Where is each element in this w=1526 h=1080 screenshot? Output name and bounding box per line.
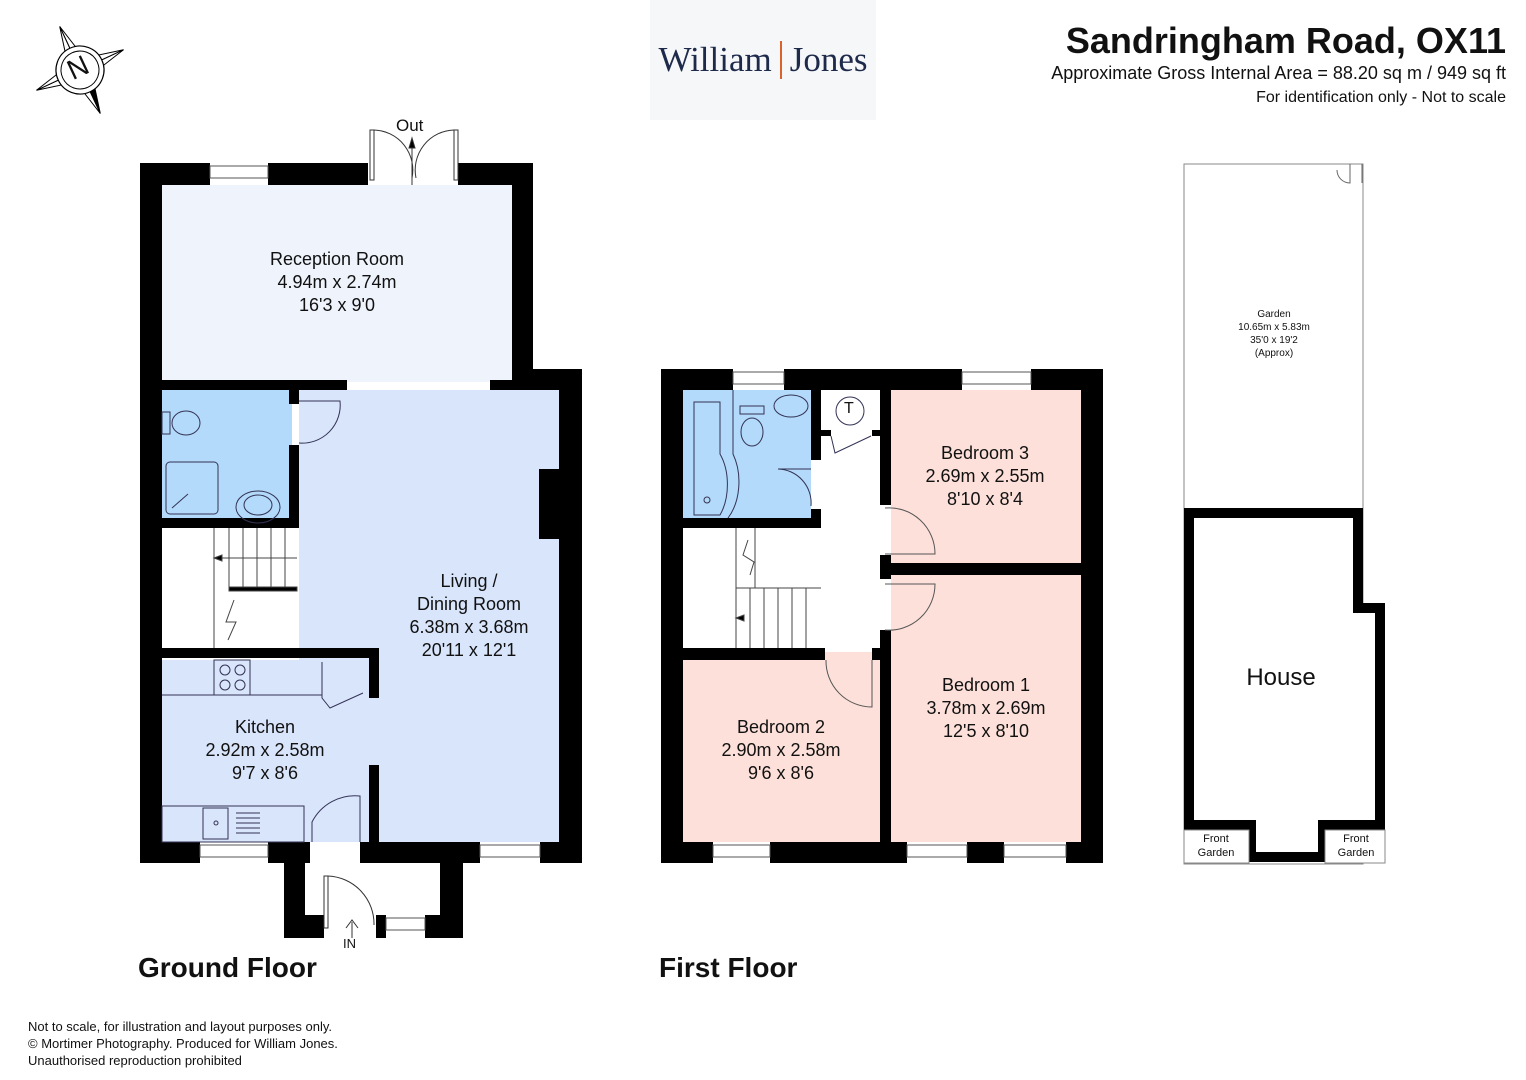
garden-note: (Approx) — [1254, 348, 1294, 359]
garden-imperial: 35'0 x 19'2 — [1250, 335, 1298, 346]
room-name: Bedroom 3 — [940, 443, 1030, 463]
room-name: Reception Room — [269, 249, 405, 269]
bath-icon — [693, 401, 728, 516]
window — [385, 917, 426, 931]
kitchen-fixtures — [161, 659, 364, 843]
disclaimer-note: For identification only - Not to scale — [1256, 89, 1506, 106]
garden-name: Garden — [1257, 309, 1291, 320]
toilet-icon — [171, 410, 201, 436]
compass-icon — [36, 26, 124, 114]
bathroom-fixtures-first — [693, 390, 872, 519]
room-imperial: 16'3 x 9'0 — [299, 295, 375, 315]
basin-icon — [235, 490, 281, 524]
bedroom-2-area — [683, 660, 880, 842]
room-imperial: 9'7 x 8'6 — [232, 763, 298, 783]
landing-area — [821, 390, 881, 652]
hot-water-cylinder-icon — [835, 396, 865, 426]
room-metric: 2.69m x 2.55m — [925, 466, 1045, 486]
hob-icon — [213, 659, 251, 696]
bedroom-3-label: Bedroom 3 2.69m x 2.55m 8'10 x 8'4 — [925, 442, 1044, 511]
logo-text-second: Jones — [789, 40, 868, 79]
cylinder-label: T — [844, 400, 854, 417]
staircase-first — [734, 528, 821, 648]
room-metric: 2.90m x 2.58m — [721, 740, 841, 760]
room-imperial: 20'11 x 12'1 — [421, 640, 517, 660]
out-label: Out — [396, 116, 424, 135]
bedroom-3-area — [891, 390, 1081, 563]
agent-logo: William Jones — [650, 0, 876, 120]
basin-icon — [773, 394, 809, 418]
in-label: IN — [343, 936, 356, 951]
house-label: House — [1246, 664, 1316, 691]
front-garden-left-label: Front Garden — [1198, 832, 1235, 860]
first-floor-title: First Floor — [659, 952, 798, 983]
first-floor-plan — [661, 369, 1103, 863]
shower-room-area — [162, 390, 292, 518]
label-line: Garden — [1197, 847, 1235, 859]
front-door — [323, 875, 375, 938]
room-name: Kitchen — [234, 717, 296, 737]
kitchen-label: Kitchen 2.92m x 2.58m 9'7 x 8'6 — [205, 716, 324, 785]
garden-label: Garden 10.65m x 5.83m 35'0 x 19'2 (Appro… — [1238, 308, 1310, 360]
footer-disclaimer: Not to scale, for illustration and layou… — [28, 1018, 338, 1069]
site-plan — [1183, 163, 1386, 865]
bedroom-1-area — [891, 575, 1081, 842]
room-imperial: 9'6 x 8'6 — [748, 763, 814, 783]
living-room-label: Living / Dining Room 6.38m x 3.68m 20'11… — [409, 570, 528, 662]
logo-text-first: William — [658, 40, 772, 79]
room-name: Bedroom 2 — [736, 717, 826, 737]
room-imperial: 12'5 x 8'10 — [943, 721, 1029, 741]
footer-line: © Mortimer Photography. Produced for Wil… — [28, 1036, 338, 1051]
french-doors — [369, 129, 459, 185]
staircase — [212, 528, 298, 648]
room-metric: 3.78m x 2.69m — [926, 698, 1046, 718]
bedroom-1-label: Bedroom 1 3.78m x 2.69m 12'5 x 8'10 — [926, 674, 1045, 743]
window — [199, 844, 269, 858]
room-name: Dining Room — [416, 594, 522, 614]
ground-floor-plan — [140, 129, 582, 938]
window — [209, 165, 269, 179]
bathroom-fixtures — [161, 400, 341, 524]
room-name: Living / — [440, 571, 498, 591]
reception-room-area — [162, 185, 512, 382]
bedroom-2-label: Bedroom 2 2.90m x 2.58m 9'6 x 8'6 — [721, 716, 840, 785]
garden-metric: 10.65m x 5.83m — [1238, 322, 1310, 333]
room-metric: 2.92m x 2.58m — [205, 740, 325, 760]
label-line: Front — [1203, 833, 1229, 845]
window — [479, 844, 541, 858]
footer-line: Not to scale, for illustration and layou… — [28, 1019, 332, 1034]
kitchen-area — [162, 660, 369, 842]
room-metric: 6.38m x 3.68m — [409, 617, 529, 637]
room-metric: 4.94m x 2.74m — [277, 272, 397, 292]
room-imperial: 8'10 x 8'4 — [947, 489, 1023, 509]
property-title: Sandringham Road, OX11 — [1065, 20, 1506, 61]
label-line: Front — [1343, 833, 1369, 845]
sink-icon — [202, 807, 229, 840]
logo-separator — [779, 41, 782, 79]
ground-floor-title: Ground Floor — [138, 952, 317, 983]
reception-room-label: Reception Room 4.94m x 2.74m 16'3 x 9'0 — [270, 248, 404, 317]
room-name: Bedroom 1 — [941, 675, 1031, 695]
label-line: Garden — [1337, 847, 1375, 859]
front-garden-right-label: Front Garden — [1338, 832, 1375, 860]
shower-tray-icon — [165, 461, 219, 515]
bathroom-area — [683, 390, 811, 518]
gross-internal-area: Approximate Gross Internal Area = 88.20 … — [1051, 63, 1506, 83]
footer-line: Unauthorised reproduction prohibited — [28, 1053, 242, 1068]
toilet-icon — [740, 417, 764, 447]
